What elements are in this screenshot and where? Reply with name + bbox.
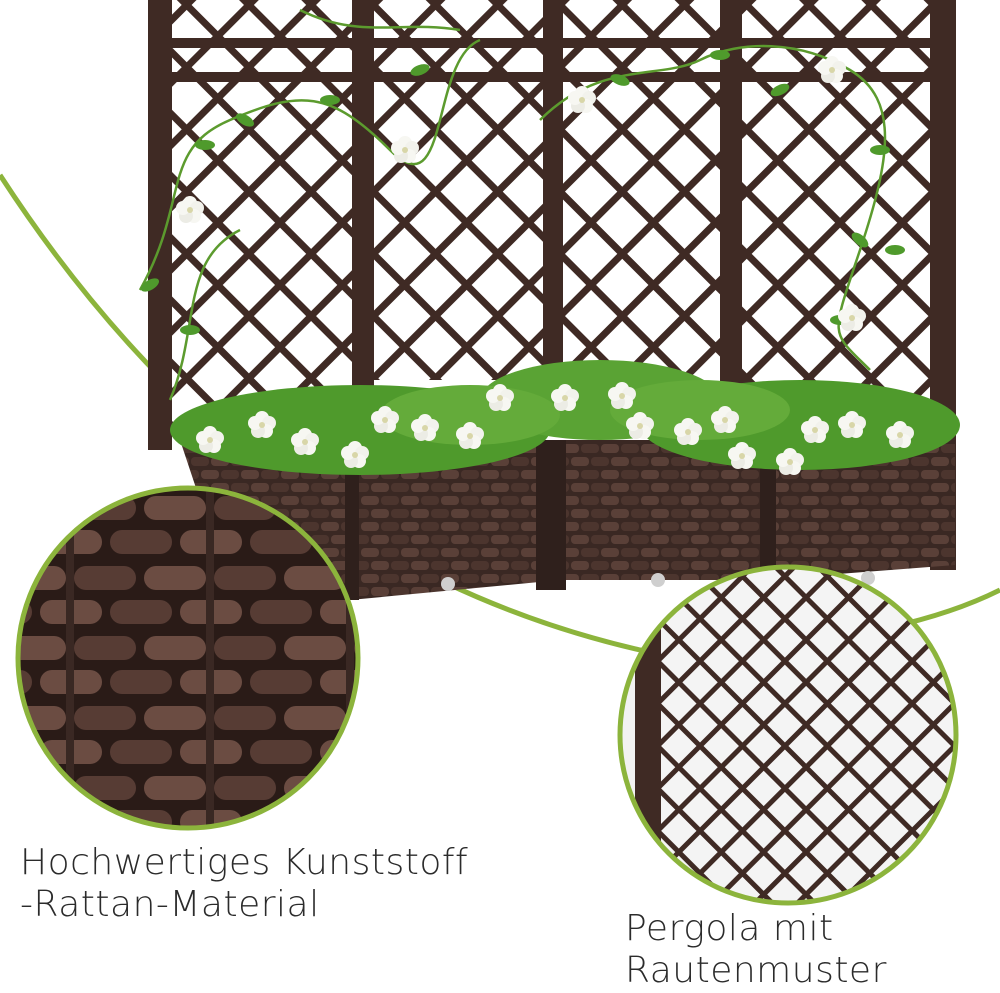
planter-right [540,440,955,580]
planter-foliage [170,360,960,475]
trellis-rail [148,72,956,82]
trellis-post [352,0,374,440]
trellis-post [720,0,742,440]
lattice-detail-circle [617,564,959,906]
trellis-post [543,0,563,380]
trellis-rail [148,38,956,48]
planter-left [180,440,560,600]
trellis-panel [372,0,552,380]
rattan-detail-circle [15,485,361,831]
trellis-post [148,0,172,450]
rattan-material-caption: Hochwertiges Kunststoff -Rattan-Material [20,842,469,926]
trellis-panel [560,0,730,380]
lattice-pattern-caption: Pergola mit Rautenmuster [625,908,887,992]
planter-boxes [180,440,955,600]
